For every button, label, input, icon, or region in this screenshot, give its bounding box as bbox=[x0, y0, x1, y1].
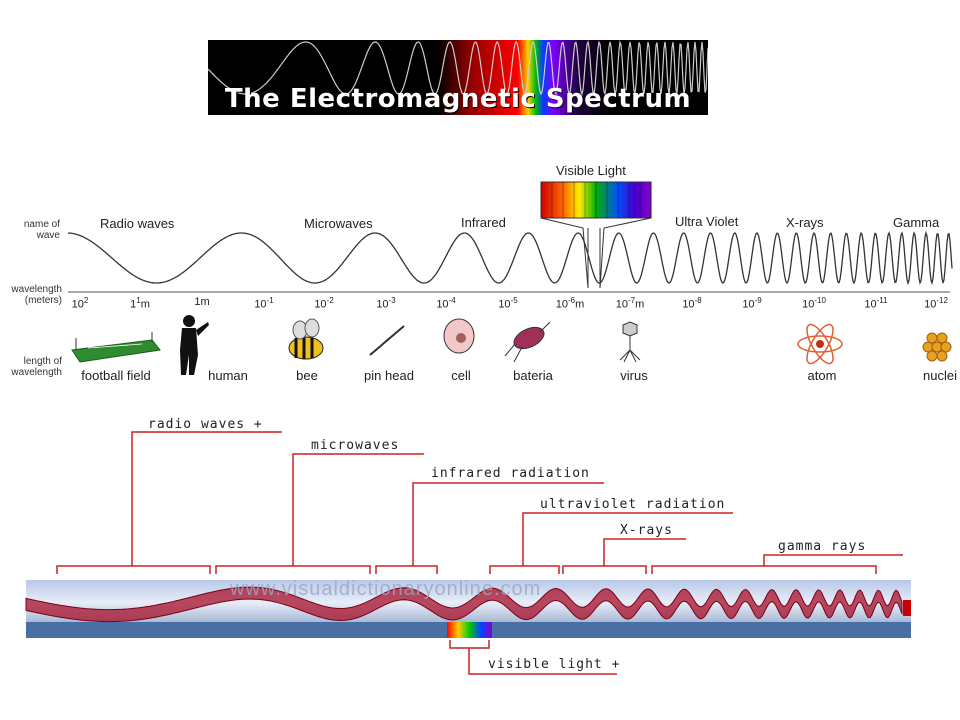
range-bracket bbox=[375, 482, 604, 574]
label-gamma-rays: gamma rays bbox=[778, 539, 867, 554]
football-field-icon bbox=[71, 332, 161, 363]
object-label: bee bbox=[296, 368, 318, 383]
wavelength-tick-label: 10-4 bbox=[436, 296, 456, 311]
object-label: cell bbox=[451, 368, 471, 383]
range-bracket bbox=[562, 538, 686, 574]
banner-wave-graphic bbox=[207, 40, 709, 115]
band-graphic bbox=[25, 431, 911, 675]
wave-name-radio: Radio waves bbox=[100, 216, 175, 231]
object-label: nuclei bbox=[923, 368, 957, 383]
row-label-wavelength: wavelength(meters) bbox=[11, 284, 62, 306]
label-x-rays: X-rays bbox=[620, 523, 673, 538]
visible-light-spectrum-box bbox=[540, 181, 652, 219]
wavelength-tick-label: 10-11 bbox=[864, 296, 888, 311]
wavelength-tick-label: 10-1 bbox=[254, 296, 274, 311]
wavelength-tick-label: 1m bbox=[194, 296, 210, 308]
atom-icon bbox=[797, 323, 843, 365]
wave-graphic bbox=[67, 181, 953, 375]
object-label: football field bbox=[81, 368, 151, 383]
wave-name-x-rays: X-rays bbox=[786, 215, 824, 230]
wavelength-tick-label: 10-6m bbox=[555, 296, 585, 311]
object-label: atom bbox=[807, 368, 837, 383]
object-label: bateria bbox=[513, 368, 553, 383]
cell-icon bbox=[443, 318, 475, 354]
label-radio-waves: radio waves + bbox=[148, 417, 263, 432]
watermark: www.visualdictionaryonline.com bbox=[230, 578, 542, 600]
wave-name-microwaves: Microwaves bbox=[304, 216, 373, 231]
wavelength-tick-label: 10-12 bbox=[924, 296, 948, 311]
visible-light-strip bbox=[447, 622, 492, 638]
bee-icon bbox=[288, 318, 324, 360]
wavelength-tick-label: 10-3 bbox=[376, 296, 396, 311]
wavelength-tick-label: 10-10 bbox=[802, 296, 826, 311]
label-visible-light: visible light + bbox=[488, 657, 621, 672]
wave-name-ultra-violet: Ultra Violet bbox=[675, 214, 739, 229]
range-bracket bbox=[449, 640, 617, 675]
label-microwaves: microwaves bbox=[311, 438, 400, 453]
range-bracket bbox=[56, 431, 282, 574]
wavelength-tick-label: 10-2 bbox=[314, 296, 334, 311]
object-label: virus bbox=[620, 368, 648, 383]
wavelength-tick-label: 11m bbox=[130, 296, 150, 311]
wave-name-infrared: Infrared bbox=[461, 215, 506, 230]
range-bracket bbox=[215, 453, 424, 574]
wavelength-tick-label: 10-5 bbox=[498, 296, 518, 311]
wavelength-tick-label: 102 bbox=[71, 296, 89, 311]
nuclei-icon bbox=[922, 332, 952, 362]
label-infrared: infrared radiation bbox=[431, 466, 590, 481]
spectrum-banner: The Electromagnetic Spectrum bbox=[207, 40, 709, 115]
object-label: pin head bbox=[364, 368, 414, 383]
range-bracket bbox=[651, 554, 903, 574]
label-ultraviolet: ultraviolet radiation bbox=[540, 497, 726, 512]
object-label: human bbox=[208, 368, 248, 383]
spectrum-band-diagram: www.visualdictionaryonline.com radio wav… bbox=[0, 400, 960, 720]
wavelength-tick-label: 10-9 bbox=[742, 296, 762, 311]
virus-icon bbox=[619, 321, 641, 363]
pin-head-icon bbox=[369, 325, 405, 356]
range-bracket bbox=[489, 512, 733, 574]
visible-light-label: Visible Light bbox=[556, 163, 626, 178]
wavelength-tick-label: 10-7m bbox=[615, 296, 645, 311]
bacteria-icon bbox=[504, 321, 551, 363]
wavelength-tick-label: 10-8 bbox=[682, 296, 702, 311]
banner-title: The Electromagnetic Spectrum bbox=[224, 84, 692, 114]
human-icon bbox=[180, 315, 209, 375]
wave-name-gamma: Gamma bbox=[893, 215, 940, 230]
